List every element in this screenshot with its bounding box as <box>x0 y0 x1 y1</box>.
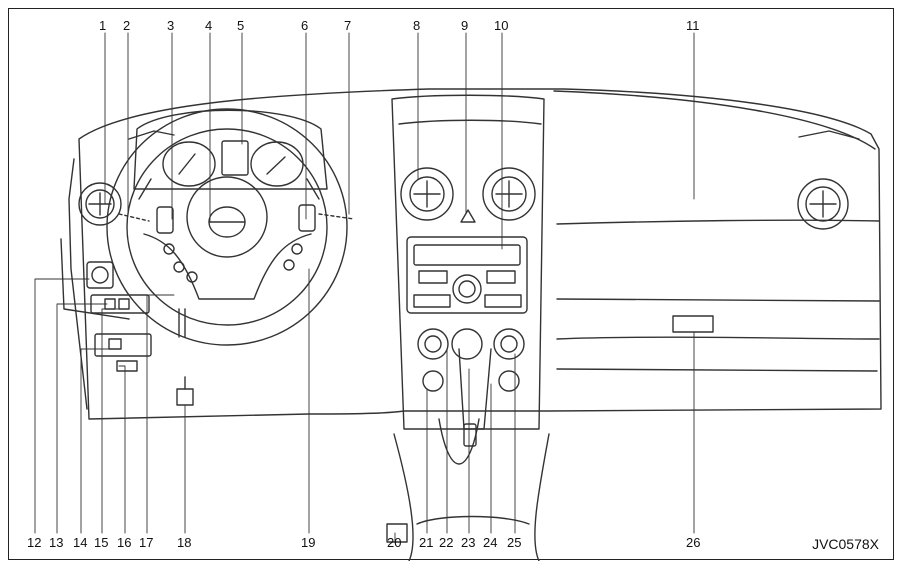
dashboard-outline <box>78 88 882 420</box>
callout-5: 5 <box>237 18 245 33</box>
callout-13: 13 <box>49 535 64 550</box>
callout-22: 22 <box>439 535 454 550</box>
callout-18: 18 <box>177 535 192 550</box>
callout-14: 14 <box>73 535 88 550</box>
leader-lines <box>34 32 695 543</box>
callout-9: 9 <box>461 18 469 33</box>
callout-6: 6 <box>301 18 309 33</box>
figure-frame: 1 2 3 4 5 6 7 8 9 10 11 12 13 14 15 16 1… <box>8 8 894 561</box>
callout-4: 4 <box>205 18 213 33</box>
center-console <box>391 94 550 561</box>
callout-19: 19 <box>301 535 316 550</box>
steering-wheel <box>106 108 348 346</box>
callout-23: 23 <box>461 535 476 550</box>
hood-release-lever <box>386 523 408 543</box>
left-side-vent <box>78 182 122 226</box>
callout-25: 25 <box>507 535 522 550</box>
callout-17: 17 <box>139 535 154 550</box>
callout-2: 2 <box>123 18 131 33</box>
callout-21: 21 <box>419 535 434 550</box>
callout-12: 12 <box>27 535 42 550</box>
callout-24: 24 <box>483 535 498 550</box>
dashboard-illustration <box>34 32 882 561</box>
callout-16: 16 <box>117 535 132 550</box>
glove-box-handle <box>672 315 714 333</box>
callout-10: 10 <box>494 18 509 33</box>
callout-1: 1 <box>99 18 107 33</box>
right-side-vent <box>797 178 849 230</box>
callout-20: 20 <box>387 535 402 550</box>
callout-7: 7 <box>344 18 352 33</box>
callout-11: 11 <box>686 18 700 33</box>
callout-8: 8 <box>413 18 421 33</box>
figure-code: JVC0578X <box>812 536 879 552</box>
instrument-cluster <box>133 109 328 190</box>
callout-15: 15 <box>94 535 109 550</box>
callout-26: 26 <box>686 535 701 550</box>
callout-3: 3 <box>167 18 175 33</box>
